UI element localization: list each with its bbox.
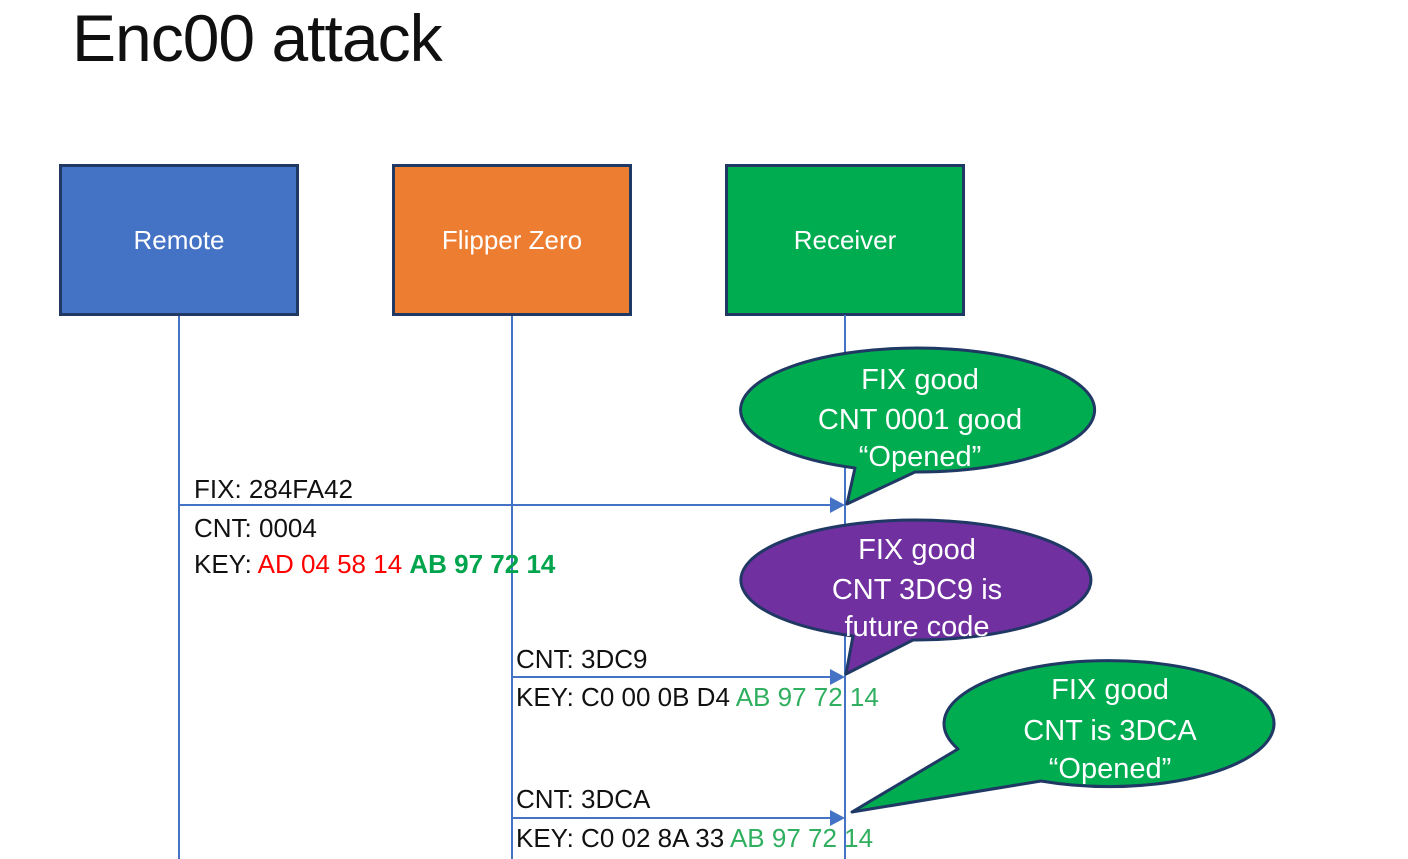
bubble2-line3: future code: [844, 611, 989, 643]
actor-box-remote: Remote: [59, 164, 299, 316]
message3-arrowhead-icon: [830, 810, 845, 826]
lifeline-remote: [178, 316, 180, 859]
message2-key-green-bytes: AB 97 72 14: [735, 682, 879, 712]
message3-key-label: KEY: C0 02 8A 33 AB 97 72 14: [516, 822, 873, 854]
message1-key-label: KEY: AD 04 58 14 AB 97 72 14: [194, 548, 555, 580]
message2-cnt-label: CNT: 3DC9: [516, 644, 648, 674]
actor-label-receiver: Receiver: [793, 224, 897, 255]
bubble2-line2: CNT 3DC9 is: [832, 574, 1002, 606]
actor-label-flipper-zero: Flipper Zero: [441, 224, 583, 255]
speech-bubble-3-shape: [850, 659, 1276, 814]
message2-key-label: KEY: C0 00 0B D4 AB 97 72 14: [516, 681, 879, 713]
message1-cnt-label: CNT: 0004: [194, 513, 317, 543]
message3-key-green-bytes: AB 97 72 14: [729, 823, 874, 853]
message2-arrowhead-icon: [830, 669, 845, 685]
message3-cnt-label: CNT: 3DCA: [516, 784, 651, 814]
bubble3-line2: CNT is 3DCA: [1023, 715, 1197, 747]
message3-arrow-line: [512, 817, 831, 819]
bubble1-line1: FIX good: [861, 364, 979, 396]
bubble3-line3: “Opened”: [1049, 753, 1172, 785]
actor-box-flipper-zero: Flipper Zero: [392, 164, 632, 316]
slide-title: Enc00 attack: [72, 1, 443, 75]
actor-box-receiver: Receiver: [725, 164, 965, 316]
message1-fix-label: FIX: 284FA42: [194, 474, 353, 504]
speech-bubble-2-shape: [739, 518, 1093, 676]
bubble1-line3: “Opened”: [859, 441, 982, 473]
message2-key-prefix: KEY: C0 00 0B D4: [516, 682, 736, 712]
message3-key-prefix: KEY: C0 02 8A 33: [516, 823, 730, 853]
message1-arrowhead-icon: [830, 497, 845, 513]
actor-label-remote: Remote: [133, 224, 225, 255]
message1-key-prefix: KEY:: [194, 549, 258, 579]
message1-arrow-line: [179, 504, 831, 506]
message2-arrow-line: [512, 676, 831, 678]
message1-key-red-bytes: AD 04 58 14: [257, 549, 410, 579]
lifeline-flipper-zero: [511, 316, 513, 859]
bubble2-line1: FIX good: [858, 534, 976, 566]
speech-bubble-1-shape: [739, 346, 1097, 506]
bubble1-line2: CNT 0001 good: [818, 404, 1022, 436]
bubble3-line1: FIX good: [1051, 674, 1169, 706]
message1-key-green-bytes: AB 97 72 14: [409, 549, 556, 579]
